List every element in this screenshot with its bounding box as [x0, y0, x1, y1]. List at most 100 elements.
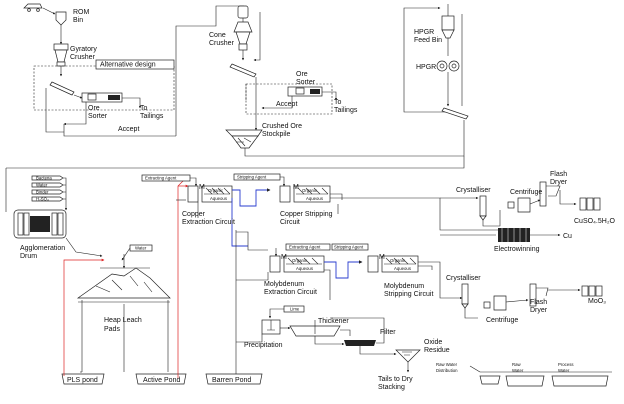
hpgr-label: HPGR [416, 64, 436, 71]
precipitation-label: Precipitation [244, 342, 283, 349]
filter-icon [344, 340, 376, 346]
cone-crusher-icon [233, 5, 253, 51]
centrifuge-2-label: Centrifuge [486, 317, 518, 324]
flash-dryer-2-icon [529, 283, 549, 307]
organic-4-label: Organic [390, 258, 406, 263]
crystalliser-1-icon [479, 195, 487, 221]
thickener-icon [289, 320, 341, 337]
cuso4-label: CuSO₄.5H₂O [574, 218, 616, 225]
m-2-label: M [293, 184, 299, 191]
stripping-agent-1-label: Stripping Agent [237, 175, 267, 180]
moo3-product-icon [581, 285, 603, 297]
hpgr-rolls-icon [436, 60, 460, 72]
aqueous-1-label: Aqueous [210, 196, 227, 201]
active-pond-icon [135, 373, 187, 385]
bacteria-label: Bacteria [36, 176, 52, 181]
centrifuge-2-icon [483, 295, 507, 311]
ore-sorter-1-icon [81, 92, 123, 103]
centrifuge-1-icon [507, 197, 531, 213]
water-1-label: Water [36, 183, 48, 188]
raw-water-distribution-icon [479, 375, 501, 385]
raw-water-pond-icon [505, 375, 545, 387]
moly-stripping-settlers [367, 255, 419, 273]
reagent-inputs [31, 175, 68, 211]
m-1-label: M [199, 184, 205, 191]
crystalliser-1-label: Crystalliser [456, 187, 491, 194]
aqueous-2-label: Aqueous [306, 196, 323, 201]
active-pond-label: Active Pond [143, 377, 180, 384]
binder-label: Binder [36, 190, 49, 195]
cu-label: Cu [563, 233, 572, 240]
copper-stripping-settlers [279, 185, 331, 203]
extracting-agent-2-label: Extracting Agent [289, 245, 321, 250]
lime-label: Lime [290, 307, 300, 312]
accept-1-label: Accept [118, 126, 139, 133]
extracting-agent-2-box [285, 243, 331, 251]
stripping-agent-2-label: Stripping Agent [334, 245, 364, 250]
gyratory-crusher-icon [53, 43, 69, 67]
precipitation-tank-icon [261, 319, 281, 335]
oxide-residue-icon [395, 349, 421, 363]
organic-2-label: Organic [302, 188, 318, 193]
thickener-label: Thickener [318, 318, 349, 325]
rom-truck-icon [23, 3, 43, 12]
m-4-label: M [379, 254, 385, 261]
accept-2-label: Accept [276, 101, 297, 108]
pls-pond-label: PLS pond [67, 377, 98, 384]
crystalliser-2-label: Crystalliser [446, 275, 481, 282]
organic-1-label: Organic [208, 188, 224, 193]
filter-label: Filter [380, 329, 396, 336]
centrifuge-1-label: Centrifuge [510, 189, 542, 196]
stripping-agent-2-box [331, 243, 369, 251]
alternative-design-label: Alternative design [100, 62, 156, 69]
ore-sorter-2-icon [287, 86, 323, 97]
heap-leach-pads-icon [76, 267, 171, 299]
process-water-pond-icon [551, 375, 609, 387]
electrowinning-icon [498, 228, 530, 242]
agglomeration-drum-icon [13, 209, 67, 239]
crushed-ore-stockpile-icon [225, 129, 263, 149]
rom-bin-icon [55, 11, 67, 26]
screen-1-icon [49, 81, 75, 96]
copper-extraction-settlers [187, 185, 233, 203]
barren-pond-icon [205, 373, 263, 385]
alternative-design-label-box [95, 59, 175, 70]
aqueous-3-label: Aqueous [296, 266, 313, 271]
crystalliser-2-icon [461, 283, 469, 309]
h2so4-label: H₂SO₄ [36, 197, 49, 202]
m-3-label: M [281, 254, 287, 261]
hpgr-feed-bin-icon [441, 4, 455, 39]
pls-pond-icon [61, 373, 105, 385]
hpgr-screen-icon [441, 107, 469, 120]
extracting-agent-1-label: Extracting Agent [145, 176, 177, 181]
barren-pond-label: Barren Pond [212, 377, 251, 384]
alternative-design-box [33, 65, 175, 111]
cuso4-product-icon [579, 197, 601, 211]
flash-dryer-1-icon [539, 181, 561, 207]
electrowinning-label: Electrowinning [494, 246, 540, 253]
water-2-label: Water [135, 246, 147, 251]
moly-extraction-settlers [269, 255, 325, 273]
